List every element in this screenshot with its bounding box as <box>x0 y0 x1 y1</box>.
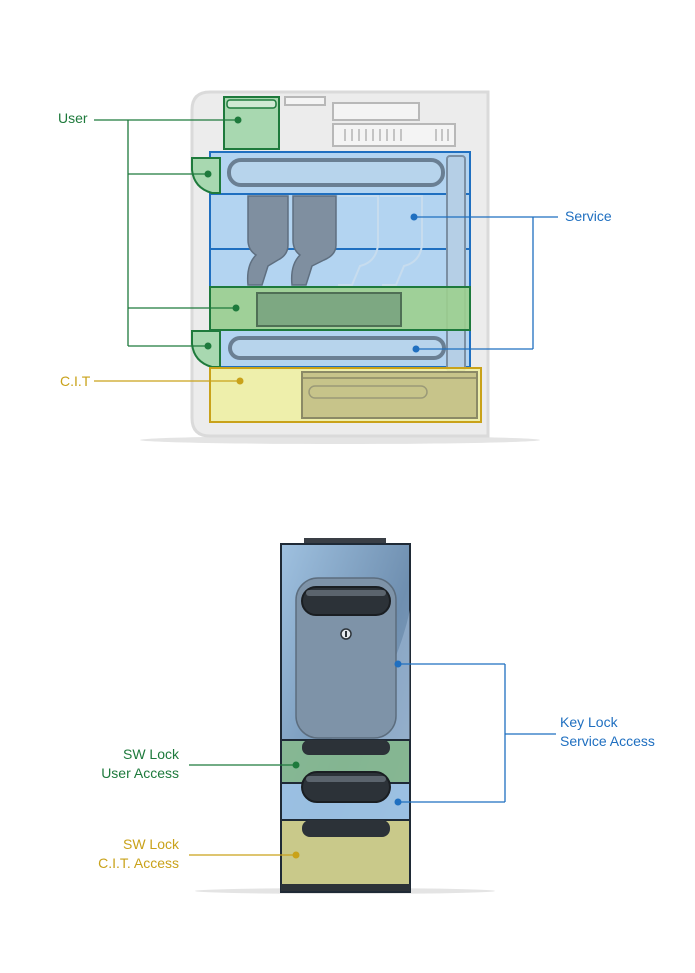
service-zone-top <box>209 151 471 372</box>
sw-user-label-line2: User Access <box>101 765 179 781</box>
sw-user-marker <box>292 761 300 769</box>
sw-cit-label: SW Lock C.I.T. Access <box>98 835 179 873</box>
key-lock-marker <box>394 660 402 668</box>
service-zone-bottom-strip <box>280 771 411 821</box>
user-label: User <box>58 110 88 126</box>
sw-cit-label-line1: SW Lock <box>122 836 179 852</box>
cit-marker <box>236 377 244 385</box>
user-marker <box>204 342 212 350</box>
cit-label: C.I.T <box>60 373 91 389</box>
cit-zone-bottom <box>280 819 411 891</box>
sw-cit-marker <box>292 851 300 859</box>
user-marker <box>232 304 240 312</box>
key-lock-label-line1: Key Lock <box>560 714 618 730</box>
key-lock-label: Key Lock Service Access <box>560 713 655 751</box>
cit-zone-top <box>209 367 482 423</box>
service-marker <box>410 213 418 221</box>
user-leader-lines <box>94 119 238 347</box>
service-marker <box>412 345 420 353</box>
key-lock-leader-lines <box>398 663 556 803</box>
service-label: Service <box>565 208 612 224</box>
sw-cit-label-line2: C.I.T. Access <box>98 855 179 871</box>
key-lock-label-line2: Service Access <box>560 733 655 749</box>
sw-user-label: SW Lock User Access <box>101 745 179 783</box>
sw-user-label-line1: SW Lock <box>122 746 179 762</box>
service-leader-lines <box>414 216 558 350</box>
user-marker <box>234 116 242 124</box>
user-marker <box>204 170 212 178</box>
key-lock-marker <box>394 798 402 806</box>
